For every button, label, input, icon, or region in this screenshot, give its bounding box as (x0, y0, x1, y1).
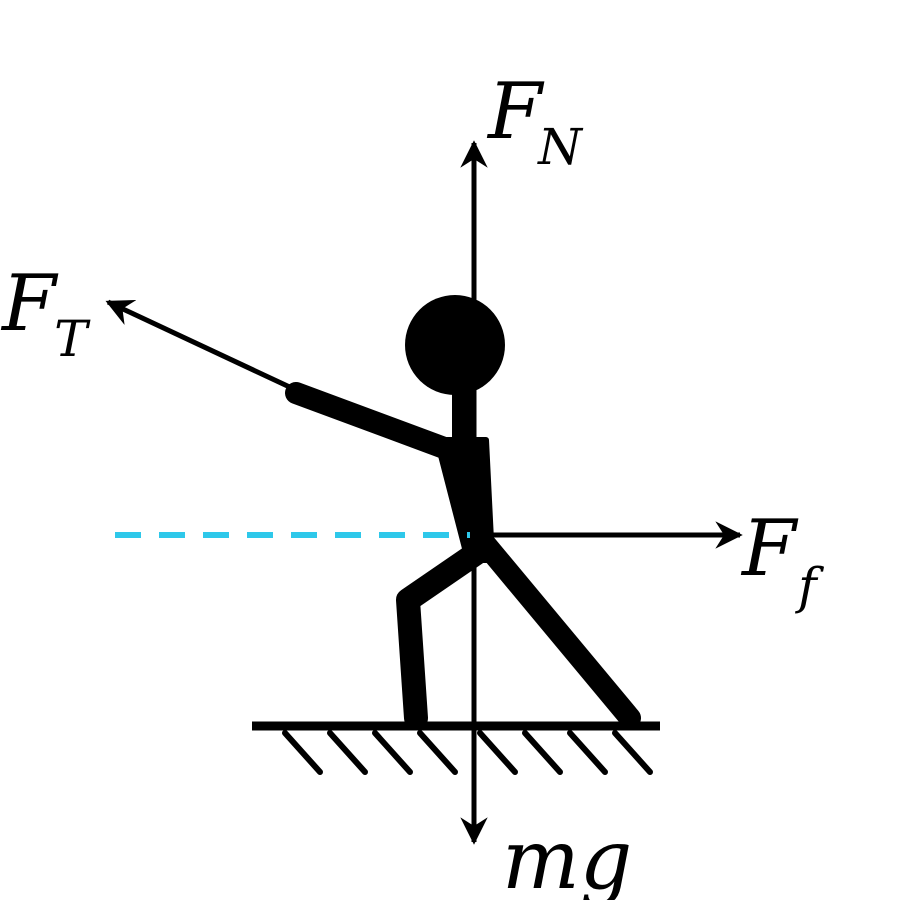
ground (252, 721, 660, 775)
figure-back-leg (396, 540, 490, 730)
figure-head (405, 295, 505, 395)
tension-force-arrow (105, 299, 298, 393)
stick-figure (285, 295, 641, 730)
tension-force-label: FT (0, 259, 91, 368)
figure-front-leg (475, 534, 641, 729)
ground-hatching (282, 730, 653, 775)
force-vectors (105, 140, 743, 845)
normal-force-label: FN (486, 67, 584, 176)
weight-label: mg (502, 813, 632, 900)
friction-force-label: Ff (740, 504, 824, 615)
figure-arm (285, 382, 466, 463)
